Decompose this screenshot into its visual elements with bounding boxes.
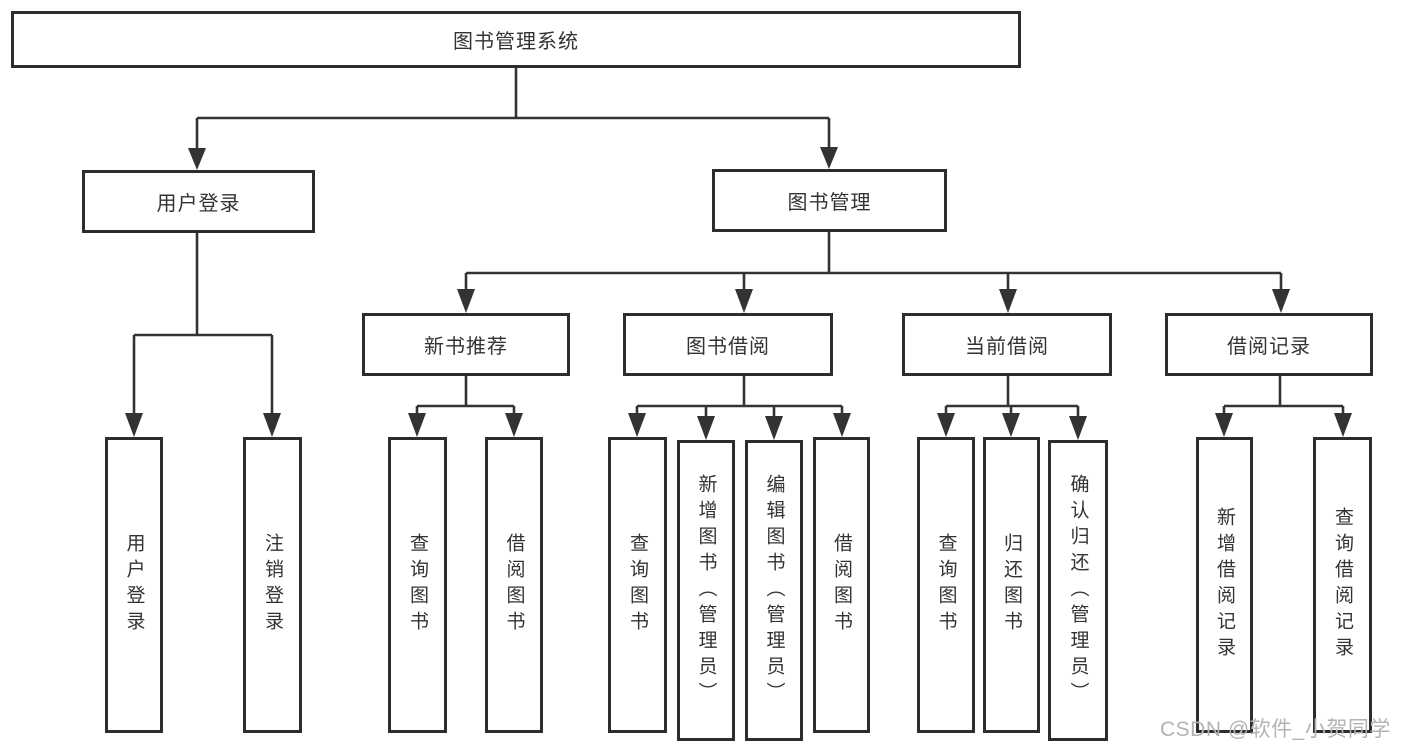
node-new-book-recommend: 新书推荐 bbox=[362, 313, 570, 376]
node-book-management-label: 图书管理 bbox=[787, 192, 872, 214]
node-book-borrow: 图书借阅 bbox=[623, 313, 833, 376]
leaf-add-borrow-record: 新增借阅记录 bbox=[1196, 437, 1253, 733]
leaf-confirm-return-admin-label: 确认归还（管理员） bbox=[1067, 473, 1089, 708]
leaf-add-book-admin-label: 新增图书（管理员） bbox=[695, 473, 717, 708]
leaf-borrow-books: 借阅图书 bbox=[813, 437, 870, 733]
leaf-logout: 注销登录 bbox=[243, 437, 302, 733]
leaf-query-books-recommend-label: 查询图书 bbox=[407, 533, 428, 637]
node-new-book-recommend-label: 新书推荐 bbox=[424, 336, 508, 358]
node-book-borrow-label: 图书借阅 bbox=[686, 336, 770, 358]
node-root: 图书管理系统 bbox=[11, 11, 1021, 68]
node-user-login: 用户登录 bbox=[82, 170, 315, 233]
leaf-query-books-borrow: 查询图书 bbox=[608, 437, 667, 733]
leaf-return-book: 归还图书 bbox=[983, 437, 1040, 733]
leaf-borrow-books-recommend-label: 借阅图书 bbox=[503, 533, 525, 637]
leaf-borrow-books-label: 借阅图书 bbox=[831, 533, 852, 637]
leaf-query-books-current-label: 查询图书 bbox=[935, 533, 957, 637]
node-book-management: 图书管理 bbox=[712, 169, 947, 232]
node-borrow-records-label: 借阅记录 bbox=[1227, 336, 1311, 358]
leaf-edit-book-admin-label: 编辑图书（管理员） bbox=[763, 473, 785, 708]
node-root-label: 图书管理系统 bbox=[453, 31, 579, 53]
leaf-add-book-admin: 新增图书（管理员） bbox=[677, 440, 735, 741]
leaf-query-borrow-record-label: 查询借阅记录 bbox=[1332, 507, 1353, 663]
leaf-user-login-label: 用户登录 bbox=[123, 533, 145, 637]
leaf-logout-label: 注销登录 bbox=[262, 533, 283, 637]
leaf-query-books-borrow-label: 查询图书 bbox=[627, 533, 648, 637]
leaf-return-book-label: 归还图书 bbox=[1001, 533, 1022, 637]
leaf-edit-book-admin: 编辑图书（管理员） bbox=[745, 440, 803, 741]
node-user-login-label: 用户登录 bbox=[156, 193, 241, 215]
leaf-add-borrow-record-label: 新增借阅记录 bbox=[1214, 507, 1235, 663]
leaf-borrow-books-recommend: 借阅图书 bbox=[485, 437, 543, 733]
leaf-query-borrow-record: 查询借阅记录 bbox=[1313, 437, 1372, 733]
leaf-user-login: 用户登录 bbox=[105, 437, 163, 733]
leaf-query-books-recommend: 查询图书 bbox=[388, 437, 447, 733]
node-current-borrow: 当前借阅 bbox=[902, 313, 1112, 376]
leaf-confirm-return-admin: 确认归还（管理员） bbox=[1048, 440, 1108, 741]
node-current-borrow-label: 当前借阅 bbox=[965, 336, 1049, 358]
node-borrow-records: 借阅记录 bbox=[1165, 313, 1373, 376]
leaf-query-books-current: 查询图书 bbox=[917, 437, 975, 733]
